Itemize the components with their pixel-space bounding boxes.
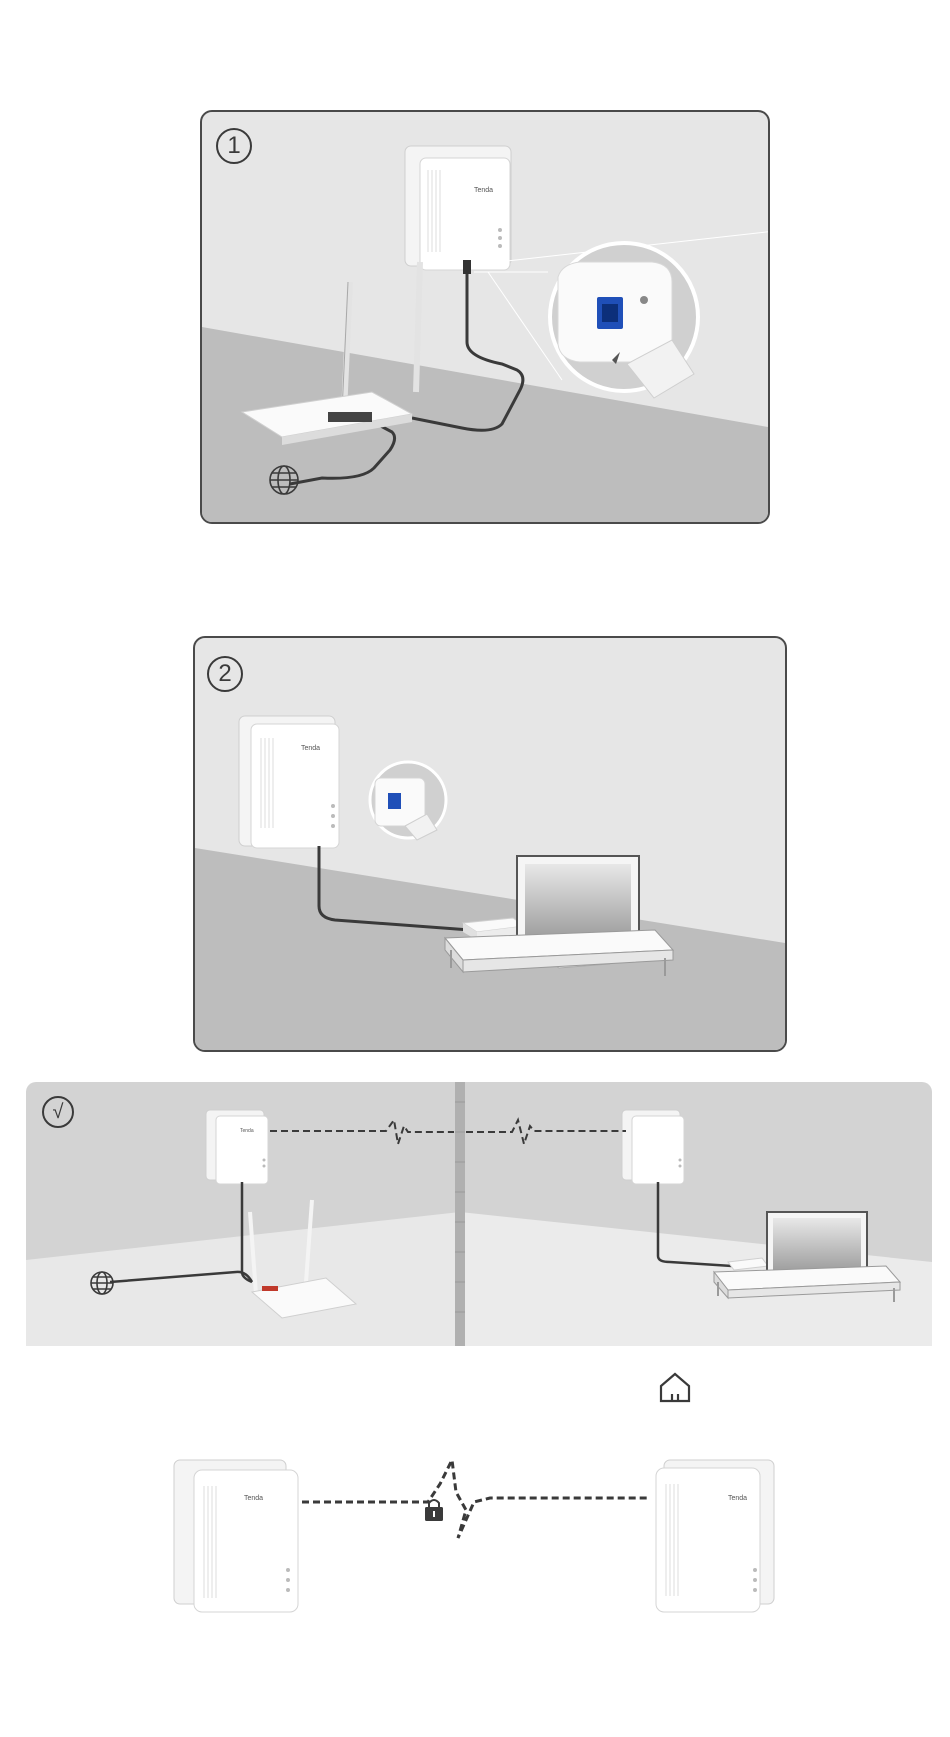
adapter-brand-label: Tenda <box>301 745 320 752</box>
adapter-brand-label: Tenda <box>474 187 493 194</box>
powerline-adapter-left: Tenda <box>174 1460 298 1612</box>
step-done-badge: √ <box>42 1096 74 1128</box>
step-1-panel: Tenda <box>200 110 770 524</box>
adapter-brand-label: Tenda <box>240 1128 254 1134</box>
powerline-adapter-right <box>622 1110 684 1184</box>
step-1-illustration: Tenda <box>202 112 768 522</box>
secure-powerline-link <box>302 1460 650 1538</box>
port-zoom-view <box>370 762 446 840</box>
adapter-brand-label: Tenda <box>728 1495 747 1502</box>
result-panel: Tenda <box>26 1082 932 1346</box>
wall-divider <box>455 1082 465 1346</box>
powerline-adapter: Tenda <box>405 146 511 270</box>
step-2-illustration: Tenda <box>195 638 785 1050</box>
step-number-badge: 2 <box>207 656 243 692</box>
powerline-adapter-left: Tenda <box>206 1110 268 1184</box>
step-2-panel: Tenda 2 <box>193 636 787 1052</box>
home-icon <box>658 1370 692 1404</box>
powerline-link <box>270 1120 626 1144</box>
pairing-illustration: Tenda Tenda <box>160 1450 800 1620</box>
powerline-adapter-right: Tenda <box>656 1460 774 1612</box>
adapter-brand-label: Tenda <box>244 1495 263 1502</box>
result-illustration: Tenda <box>26 1082 932 1346</box>
ethernet-port-icon <box>388 793 401 809</box>
powerline-adapter: Tenda <box>239 716 339 848</box>
step-number-badge: 1 <box>216 128 252 164</box>
port-zoom-view <box>550 243 698 398</box>
